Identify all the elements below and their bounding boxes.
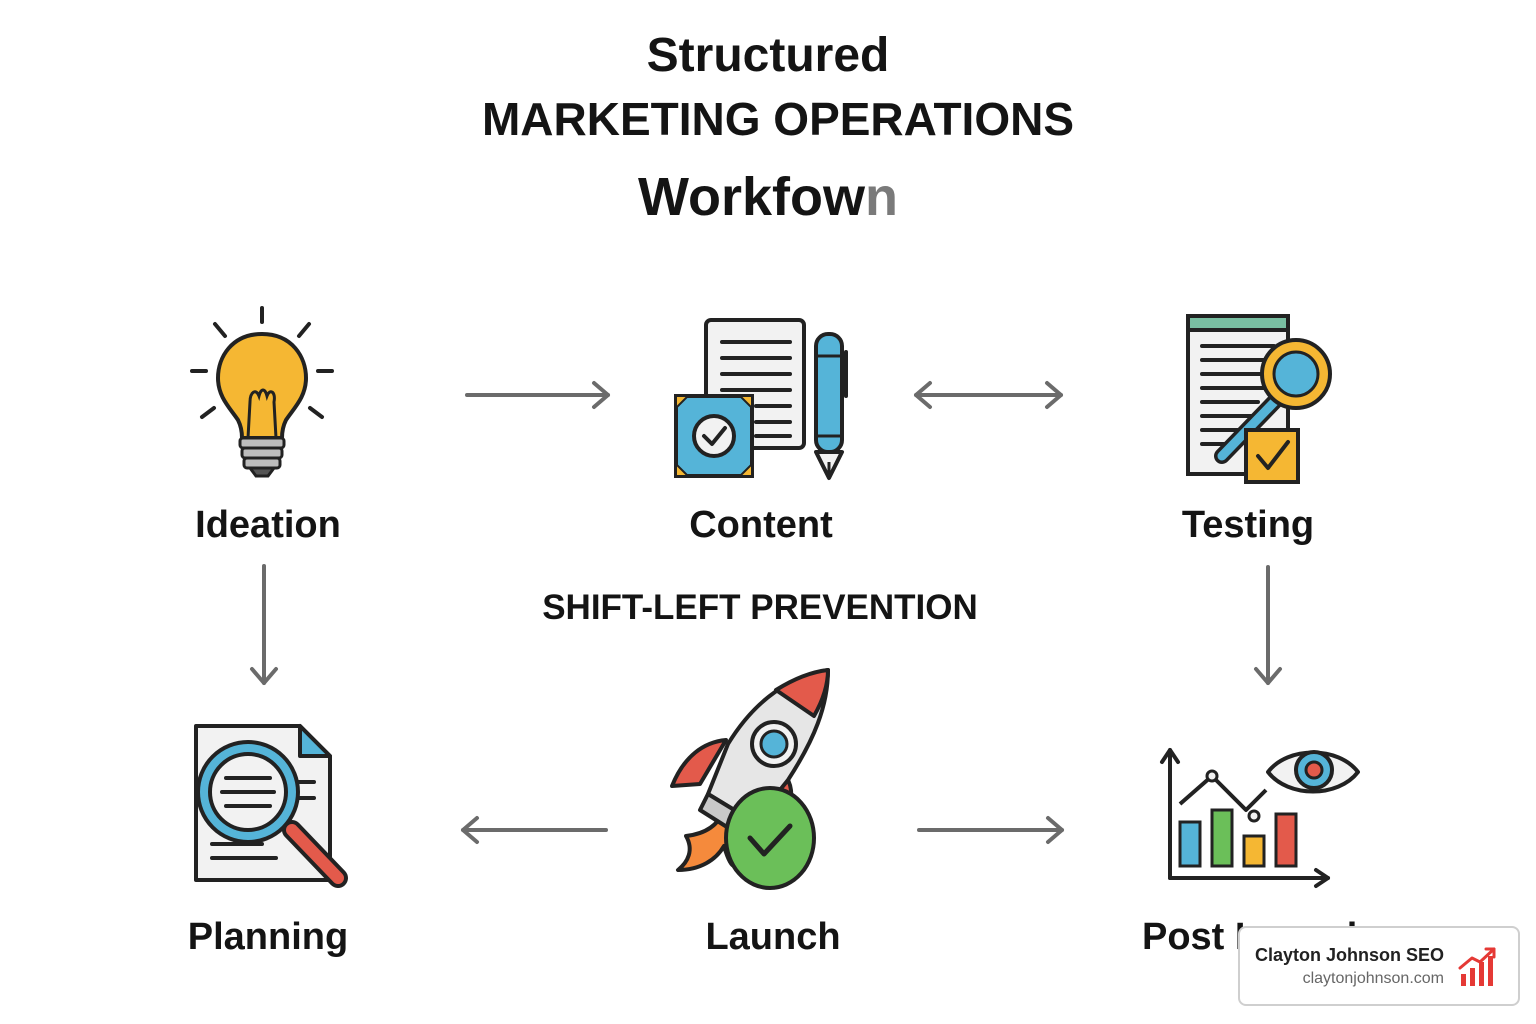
title-line-1: Structured (646, 29, 890, 82)
arrow-launch-to-planning (461, 816, 608, 844)
arrow-ideation-to-content (465, 381, 610, 409)
arrow-testing-to-post-launch (1254, 565, 1282, 685)
arrow-content-testing-bidirectional (914, 381, 1063, 409)
stage-label-launch: Launch (705, 916, 841, 958)
rocket-check-icon (670, 668, 830, 890)
arrow-ideation-to-planning (250, 564, 278, 685)
document-pen-icon (674, 318, 848, 480)
growth-chart-logo-icon (1458, 947, 1496, 986)
stage-label-planning: Planning (187, 916, 349, 958)
title-line-3: Workfown (0, 166, 1536, 228)
shift-left-prevention-label: SHIFT-LEFT PREVENTION (542, 588, 978, 627)
title-line-3-main: Workfow (638, 167, 865, 227)
chart-eye-icon (1160, 748, 1360, 888)
stage-label-content: Content (689, 504, 833, 546)
title-line-3-faded: n (865, 167, 898, 227)
arrow-launch-to-post-launch (917, 816, 1064, 844)
stage-label-ideation: Ideation (195, 504, 341, 546)
checklist-magnifier-icon (1186, 314, 1332, 484)
title-line-2: MARKETING OPERATIONS (481, 93, 1075, 145)
brand-badge[interactable]: Clayton Johnson SEO claytonjohnson.com (1238, 926, 1520, 1006)
brand-url: claytonjohnson.com (1302, 970, 1444, 987)
document-search-icon (194, 724, 348, 888)
stage-label-testing: Testing (1181, 504, 1315, 546)
lightbulb-icon (190, 306, 334, 478)
brand-name: Clayton Johnson SEO (1254, 945, 1444, 965)
